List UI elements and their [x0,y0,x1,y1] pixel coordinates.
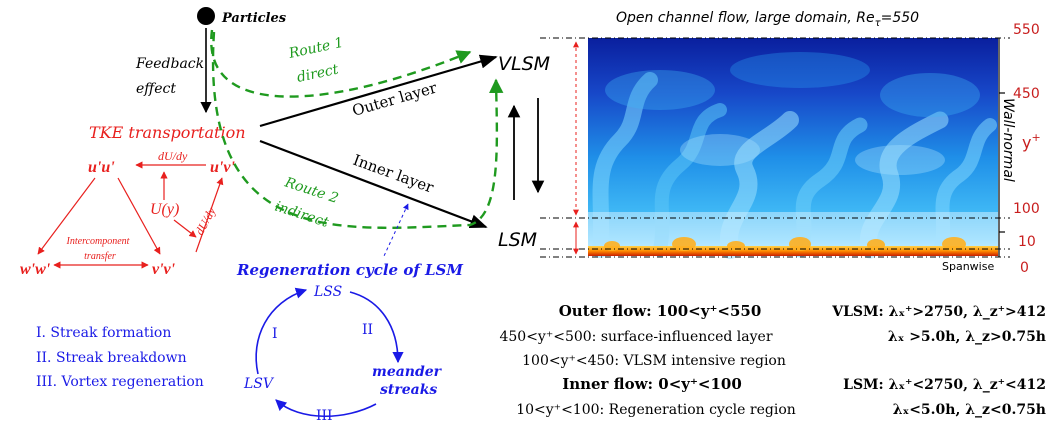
uy-diag-arrow [173,219,197,238]
cycle-arrow-iii [275,399,377,418]
yplus-label: y+ [1022,131,1041,152]
regen-pointer [383,203,409,257]
vlsm-criterion-1: VLSM: λₓ⁺>2750, λ_z⁺>412 [831,304,1046,320]
inner-flow-heading: Inner flow: 0<y⁺<100 [562,375,742,393]
route2-curve [211,31,504,229]
route1-label-1: Route 1 [287,35,345,62]
outer-flow-heading: Outer flow: 100<y⁺<550 [559,302,762,320]
inner-layer-label: Inner layer [351,151,437,197]
dudy-top-label: dU/dy [158,149,188,163]
uu-label: u'u' [88,159,115,176]
lsm-criterion-1: LSM: λₓ⁺<2750, λ_z⁺<412 [843,377,1046,393]
step-3: III. Vortex regeneration [36,374,204,390]
intercomponent-label-2: transfer [84,251,116,262]
particles-label: Particles [221,11,287,26]
inner-flow-line-1: 10<y⁺<100: Regeneration cycle region [516,402,796,418]
lsv-label: LSV [243,376,275,392]
feedback-label-1: Feedback [135,56,204,72]
route2-label-2: indirect [273,199,331,231]
uv-label: u'v' [210,159,235,176]
wall-normal-label: Wall-normal [1000,98,1016,182]
lsm-label: LSM [498,229,537,251]
summary: Outer flow: 100<y⁺<550 450<y⁺<500: surfa… [499,302,1046,418]
vv-to-uv-arrow [195,177,224,253]
yplus-axis: 550 450 100 10 0 Wall-normal y+ [998,22,1041,276]
particle-dot [197,7,215,25]
meander-label-1: meander [372,364,443,380]
cycle-roman-iii: III [316,408,333,424]
outer-layer-label: Outer layer [350,78,439,120]
regen-title: Regeneration cycle of LSM [236,261,463,279]
route1-curve [210,29,472,98]
tick-10: 10 [1018,234,1036,250]
dudy-right-label: dU/dy [192,204,218,237]
spanwise-label: Spanwise [942,260,994,273]
lsm-criterion-2: λₓ<5.0h, λ_z<0.75h [893,402,1046,418]
step-2: II. Streak breakdown [36,350,187,366]
tke-title: TKE transportation [89,123,246,142]
tick-550: 550 [1013,22,1040,38]
meander-label-2: streaks [380,382,437,398]
reynolds-stress-triangle: u'u' u'v' w'w' v'v' dU/dy U(y) dU/dy Int… [20,149,235,278]
cycle-arrow-ii [349,291,404,364]
outer-flow-line-1: 450<y⁺<500: surface-influenced layer [499,329,772,345]
step-1: I. Streak formation [36,325,171,341]
intercomponent-label-1: Intercomponent [66,236,130,247]
uu-to-vv-arrow [117,177,161,255]
cycle-arrow-i [255,287,308,375]
vlsm-label: VLSM [498,53,550,75]
route1-label-2: direct [296,61,341,85]
reference-lines [540,37,1010,258]
outer-layer-arrow [259,54,498,128]
vv-label: v'v' [152,261,176,278]
inner-layer-arrow [259,139,488,229]
tick-0: 0 [1020,260,1029,276]
flow-panel-title: Open channel flow, large domain, Reτ=550 [616,10,919,29]
ww-label: w'w' [20,261,51,278]
vlsm-criterion-2: λₓ >5.0h, λ_z>0.75h [888,329,1046,345]
tick-100: 100 [1013,201,1040,217]
lss-label: LSS [313,284,342,300]
uu-to-ww-arrow [37,177,96,255]
cycle-roman-ii: II [362,322,373,338]
tick-450: 450 [1013,86,1040,102]
cycle-roman-i: I [272,326,278,342]
flow-field-image [588,38,998,259]
uy-label: U(y) [150,201,179,218]
outer-flow-line-2: 100<y⁺<450: VLSM intensive region [522,353,786,369]
feedback-label-2: effect [136,81,176,97]
